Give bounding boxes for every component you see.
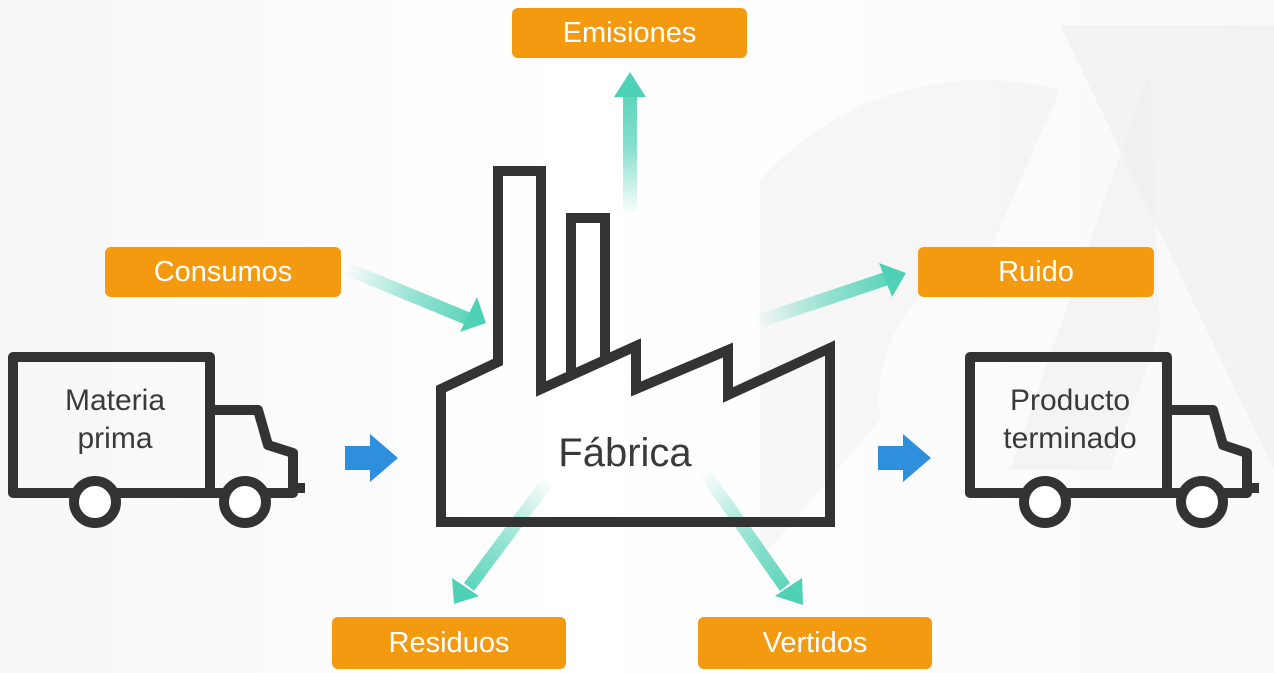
- emisiones-tag: Emisiones: [512, 8, 747, 58]
- input-truck-label-line1: Materia: [64, 384, 166, 417]
- input-truck-label: Materia prima: [30, 382, 200, 457]
- input-truck-label-line2: prima: [77, 421, 153, 455]
- consumos-arrow: [342, 262, 486, 332]
- residuos-arrow: [452, 473, 556, 604]
- residuos-tag: Residuos: [332, 617, 566, 669]
- factory-small-chimney: [566, 213, 610, 374]
- input-arrow: [345, 434, 398, 482]
- output-truck-icon: [965, 352, 1259, 528]
- ruido-tag: Ruido: [918, 247, 1154, 297]
- consumos-tag: Consumos: [105, 247, 341, 297]
- vertidos-tag: Vertidos: [698, 617, 932, 669]
- output-truck-label-line1: Producto: [1009, 384, 1131, 417]
- output-arrow: [878, 434, 931, 482]
- factory-label: Fábrica: [558, 431, 692, 475]
- factory-icon: [436, 166, 835, 527]
- output-truck-label-line2: terminado: [1003, 421, 1137, 455]
- vertidos-arrow: [700, 469, 803, 605]
- input-truck-icon: [8, 352, 305, 528]
- ruido-arrow: [753, 263, 906, 329]
- output-truck-label: Producto terminado: [975, 382, 1165, 457]
- emisiones-arrow: [614, 72, 646, 215]
